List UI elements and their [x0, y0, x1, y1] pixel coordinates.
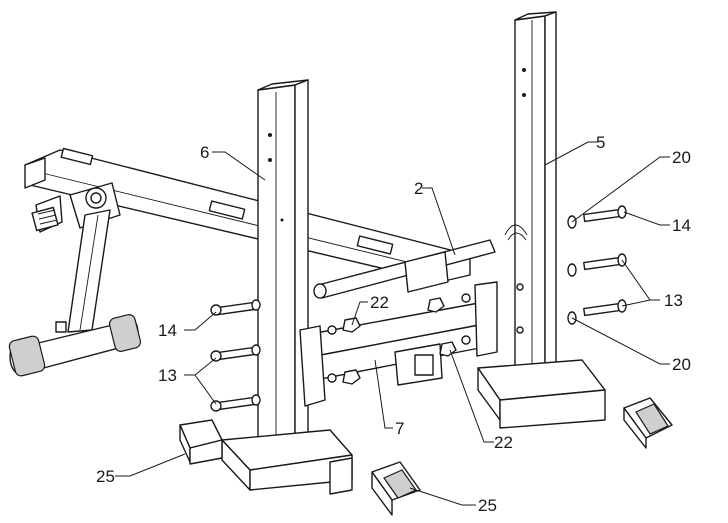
bolt-13-left-a — [211, 345, 260, 361]
callout-22-top: 22 — [370, 293, 389, 312]
callout-20-bottom: 20 — [672, 355, 691, 374]
callout-2: 2 — [414, 179, 423, 198]
callout-7: 7 — [395, 419, 404, 438]
bolt-13-right-a — [568, 254, 626, 276]
callout-25-bottom: 25 — [478, 496, 497, 515]
callout-6: 6 — [200, 143, 209, 162]
leg-lever — [68, 210, 110, 332]
callout-13-right: 13 — [664, 291, 683, 310]
base-foot-left — [222, 430, 352, 494]
bolt-13-left-b — [211, 395, 260, 411]
bolt-14-left — [211, 300, 260, 315]
end-cap-right — [624, 398, 672, 448]
callout-20-top: 20 — [672, 148, 691, 167]
callout-13-left: 13 — [158, 366, 177, 385]
callout-5: 5 — [596, 133, 605, 152]
callout-25-left: 25 — [96, 467, 115, 486]
callout-14-right: 14 — [672, 216, 691, 235]
callout-14-left: 14 — [158, 321, 177, 340]
callout-22-bottom: 22 — [494, 433, 513, 452]
upright-post-6 — [258, 80, 308, 460]
end-cap-left — [180, 420, 222, 464]
base-foot-right — [478, 360, 605, 428]
